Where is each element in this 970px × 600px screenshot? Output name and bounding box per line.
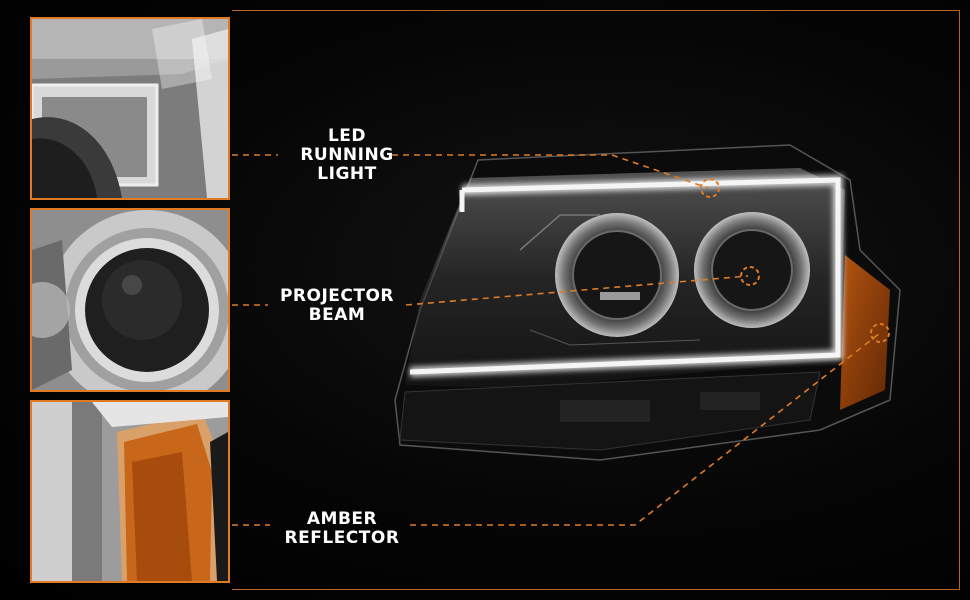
callout-label-led-running-light: LED RUNNING LIGHT: [277, 127, 417, 184]
callout-target-markers: [700, 178, 890, 343]
outer-frame: [232, 10, 960, 590]
label-line: LED: [327, 126, 367, 146]
label-line: BEAM: [308, 305, 366, 325]
label-line: REFLECTOR: [284, 528, 400, 548]
label-line: AMBER: [306, 509, 378, 529]
callout-label-amber-reflector: AMBER REFLECTOR: [272, 510, 412, 548]
detail-image-projector-beam: [30, 208, 230, 392]
label-line: PROJECTOR: [279, 286, 395, 306]
callout-label-projector-beam: PROJECTOR BEAM: [267, 287, 407, 325]
callout-lines: [232, 154, 881, 526]
label-line: RUNNING: [300, 145, 394, 165]
detail-image-led-running-light: [30, 17, 230, 200]
detail-image-amber-reflector: [30, 400, 230, 583]
label-line: LIGHT: [317, 164, 377, 184]
